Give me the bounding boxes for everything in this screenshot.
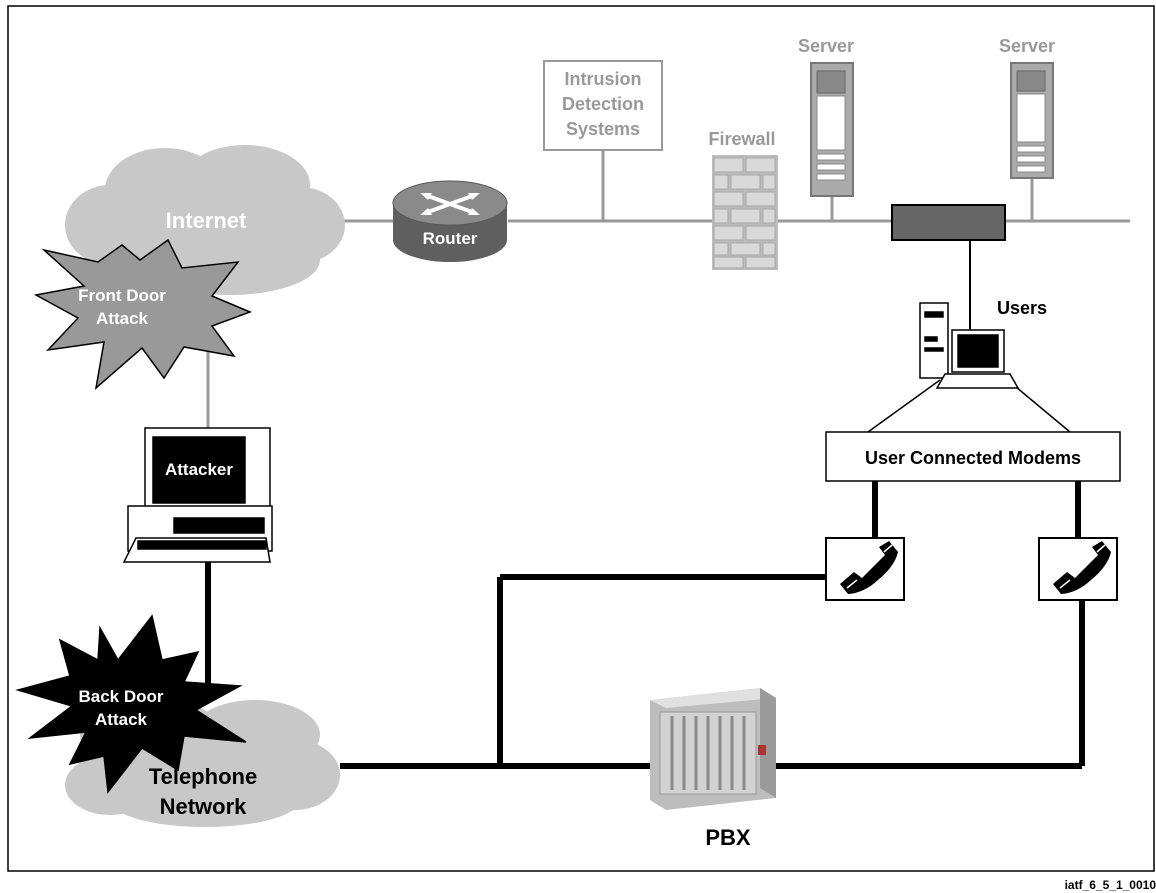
- telephone-network-label-line1: Telephone: [149, 764, 257, 789]
- users-desktop-icon: [919, 302, 949, 379]
- router-icon: [392, 180, 508, 262]
- pbx-label: PBX: [705, 825, 751, 850]
- server-2-icon: [1010, 62, 1054, 179]
- server-1-icon: [810, 62, 854, 197]
- firewall-label: Firewall: [708, 129, 775, 149]
- attacker-label: Attacker: [165, 460, 233, 479]
- ids-label-line1: Intrusion: [565, 69, 642, 89]
- phone-1-icon: [825, 537, 905, 601]
- front-door-attack-burst-icon: [33, 238, 253, 390]
- back-door-attack-label-line2: Attack: [95, 710, 148, 729]
- server-2-label: Server: [999, 36, 1055, 56]
- pbx-cabinet-icon: [650, 688, 776, 810]
- figure-id-label: iatf_6_5_1_0010: [1065, 878, 1156, 892]
- ids-label-line3: Systems: [566, 119, 640, 139]
- telephone-network-label-line2: Network: [160, 794, 248, 819]
- attacker-computer-icon: [122, 427, 273, 563]
- users-label: Users: [997, 298, 1047, 318]
- ids-box: [543, 60, 663, 151]
- phone-2-icon: [1038, 537, 1118, 601]
- network-hub-icon: [891, 204, 1006, 241]
- ids-label-line2: Detection: [562, 94, 644, 114]
- front-door-attack-label-line2: Attack: [96, 309, 149, 328]
- front-door-attack-label-line1: Front Door: [78, 286, 166, 305]
- server-1-label: Server: [798, 36, 854, 56]
- router-label: Router: [423, 229, 478, 248]
- internet-cloud-icon: [65, 145, 345, 295]
- telephone-lines: [205, 480, 1085, 769]
- users-laptop-icon: [935, 329, 1020, 389]
- backbone-lines: [206, 150, 1130, 428]
- back-door-attack-label-line1: Back Door: [78, 687, 163, 706]
- users-to-modems-lines: [867, 379, 1071, 433]
- internet-label: Internet: [166, 208, 247, 233]
- back-door-attack-burst-icon: [15, 614, 247, 794]
- user-modems-label: User Connected Modems: [865, 448, 1081, 468]
- user-modems-box: [825, 431, 1121, 482]
- firewall-icon: [712, 155, 778, 270]
